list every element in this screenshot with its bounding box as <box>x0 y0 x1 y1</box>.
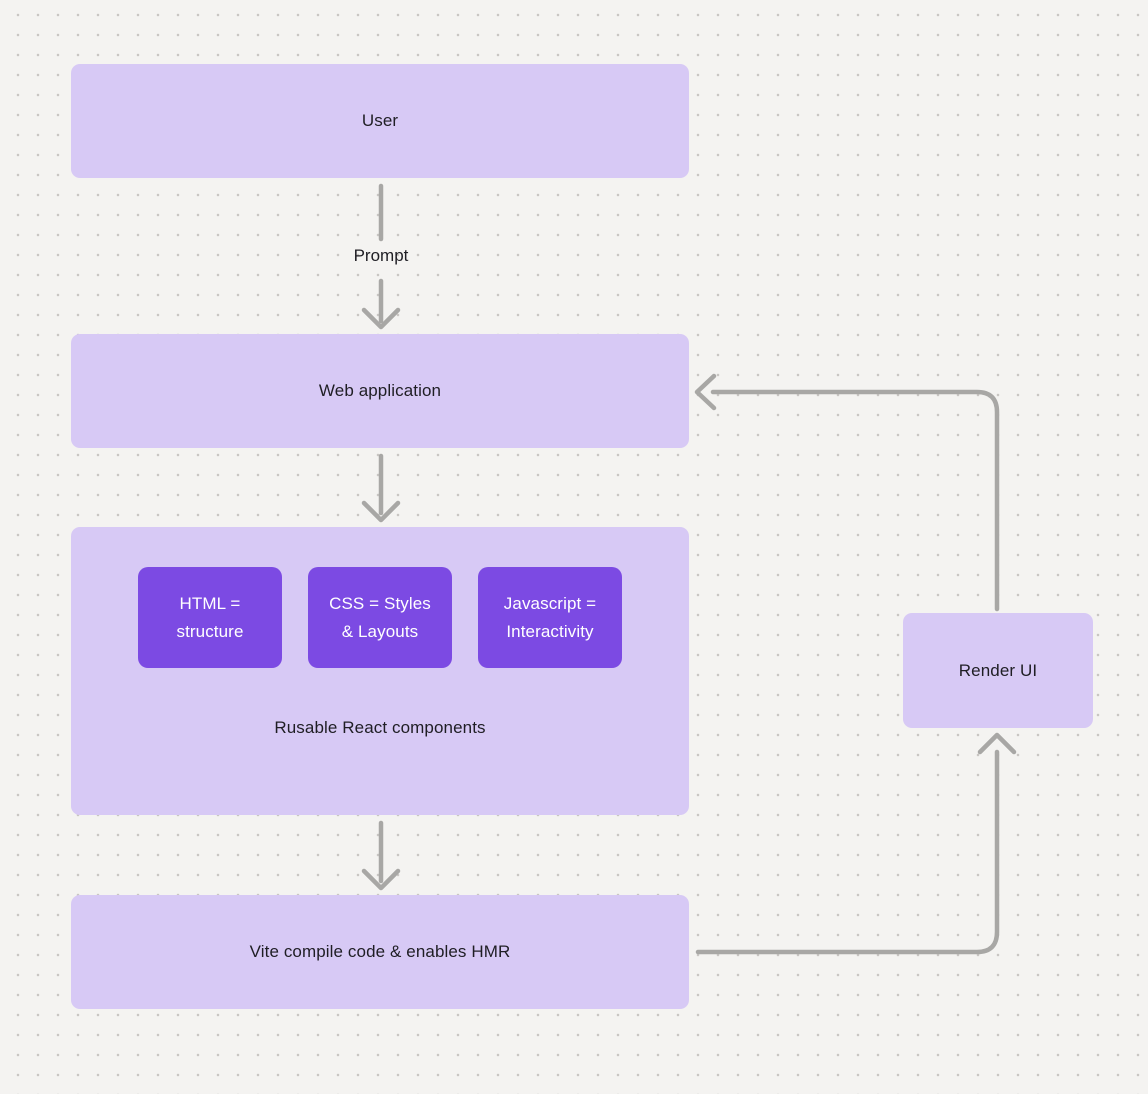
render-ui-node-label: Render UI <box>958 660 1038 680</box>
prompt-edge-label: Prompt <box>353 246 409 265</box>
css-node-label: CSS = Styles & Layouts <box>329 593 431 641</box>
javascript-node-label: Javascript = Interactivity <box>503 593 597 641</box>
vite-node-label: Vite compile code & enables HMR <box>249 942 511 961</box>
arrowhead-down-webapp-icon <box>361 307 401 330</box>
html-node-label: HTML = structure <box>176 593 244 641</box>
react-components-group-node: HTML = structure CSS = Styles & Layouts … <box>71 527 689 815</box>
edge-render-webapp <box>710 389 1000 612</box>
vite-node: Vite compile code & enables HMR <box>71 895 689 1009</box>
arrowhead-down-vite-icon <box>361 868 401 891</box>
arrowhead-down-components-icon <box>361 500 401 523</box>
arrowhead-up-render-icon <box>977 732 1017 755</box>
render-ui-node: Render UI <box>903 613 1093 728</box>
web-application-node-label: Web application <box>318 381 442 400</box>
javascript-node: Javascript = Interactivity <box>478 567 622 668</box>
user-node-label: User <box>361 111 399 130</box>
user-node: User <box>71 64 689 178</box>
edge-vite-render <box>695 749 1000 955</box>
html-node: HTML = structure <box>138 567 282 668</box>
css-node: CSS = Styles & Layouts <box>308 567 452 668</box>
web-application-node: Web application <box>71 334 689 448</box>
components-group-caption: Rusable React components <box>274 718 486 737</box>
arrowhead-left-webapp-icon <box>694 373 717 411</box>
